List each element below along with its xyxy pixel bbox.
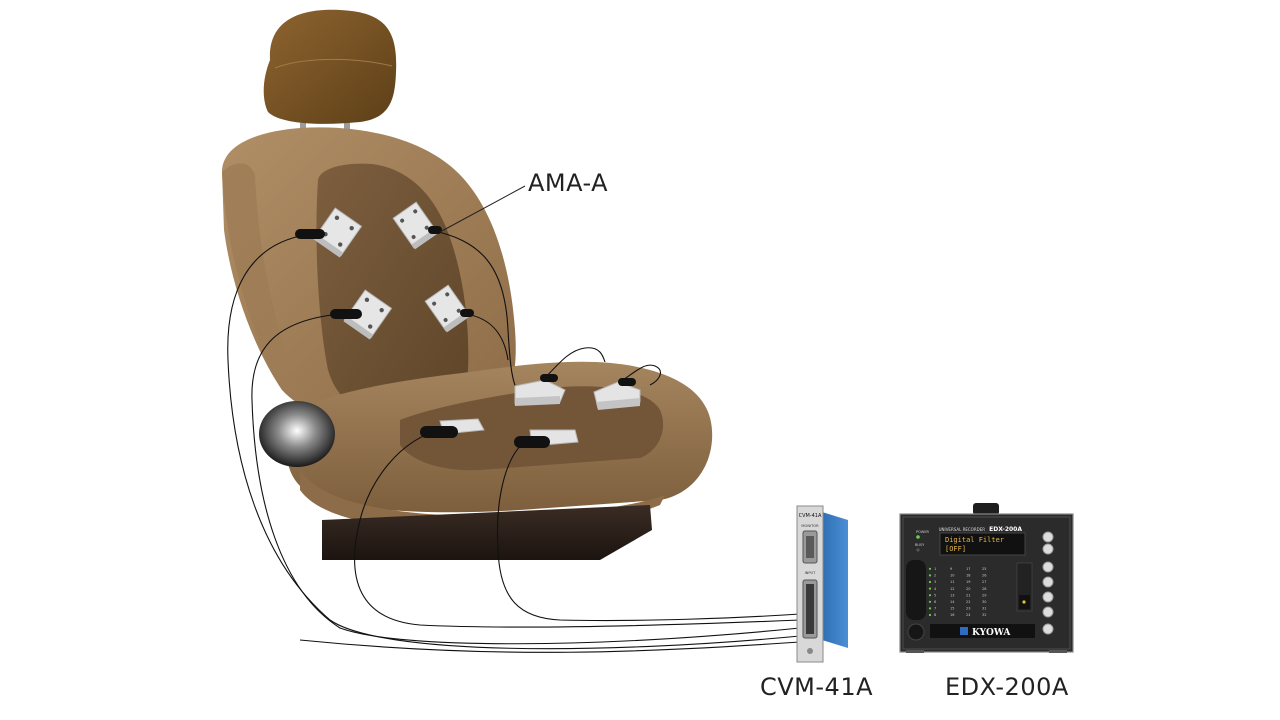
edx-button-4[interactable] xyxy=(1042,606,1054,618)
edx-channel-number: 7 xyxy=(934,607,936,611)
edx-button-column xyxy=(1042,531,1054,635)
edx-channel-number: 15 xyxy=(950,607,954,611)
edx-busy-label: BUSY xyxy=(915,543,925,547)
edx-channel-number: 19 xyxy=(966,580,970,584)
edx-button-2[interactable] xyxy=(1042,576,1054,588)
edx-channel-number: 31 xyxy=(982,607,986,611)
edx-button-down[interactable] xyxy=(1042,543,1054,555)
edx-channel-number: 16 xyxy=(950,613,954,617)
edx-connector xyxy=(907,623,925,641)
edx-power-label: POWER xyxy=(916,530,930,534)
edx-channel-led xyxy=(928,607,932,610)
edx-channel-number: 21 xyxy=(966,593,970,597)
edx-card-slot xyxy=(906,560,926,620)
edx-display xyxy=(939,532,1026,556)
edx-channel-number: 5 xyxy=(934,593,936,597)
edx-channel-number: 29 xyxy=(982,593,986,597)
sensor-array xyxy=(295,201,641,448)
edx-channel-number: 27 xyxy=(982,580,986,584)
edx-channel-number: 4 xyxy=(934,587,937,591)
edx-channel-led xyxy=(928,594,932,597)
edx-button-5[interactable] xyxy=(1042,623,1054,635)
edx-channel-number: 30 xyxy=(982,600,986,604)
edx-channel-number: 25 xyxy=(982,567,986,571)
sensor-7-connector xyxy=(420,426,458,438)
edx-channel-number: 17 xyxy=(966,567,970,571)
sensor-4-connector xyxy=(460,309,474,317)
edx-channel-led xyxy=(928,587,932,590)
cvm-panel-input: INPUT xyxy=(805,571,817,575)
sensor-6-connector xyxy=(618,378,636,386)
edx-channel-number: 6 xyxy=(934,600,936,604)
cvm-41a-unit: CVM-41A MONITOR INPUT xyxy=(796,505,848,663)
edx-200a-unit: UNIVERSAL RECORDER EDX-200A Digital Filt… xyxy=(899,503,1074,653)
sensor-1-connector xyxy=(295,229,325,239)
sensor-leader-line xyxy=(439,185,526,233)
sensor-5 xyxy=(514,379,566,406)
sensor-label: AMA-A xyxy=(528,169,609,197)
car-seat xyxy=(222,9,713,560)
edx-channel-number: 8 xyxy=(934,613,936,617)
edx-channel-number: 3 xyxy=(934,580,936,584)
headrest xyxy=(263,9,397,124)
sensor-2-connector xyxy=(428,226,442,234)
sensor-5-connector xyxy=(540,374,558,382)
edx-channel-number: 32 xyxy=(982,613,986,617)
edx-button-1[interactable] xyxy=(1042,561,1054,573)
edx-channel-number: 24 xyxy=(966,613,971,617)
sensor-8-connector xyxy=(514,436,550,448)
edx-channel-led xyxy=(928,567,932,570)
edx-channel-led xyxy=(928,613,932,617)
headrest-post-right xyxy=(344,116,350,136)
sensor-6 xyxy=(593,381,641,410)
cvm-panel-monitor: MONITOR xyxy=(801,524,819,528)
cvm-panel-model: CVM-41A xyxy=(799,513,822,519)
edx-channel-number: 22 xyxy=(966,600,970,604)
edx-channel-number: 23 xyxy=(966,607,970,611)
sensor-3 xyxy=(343,289,393,340)
edx-button-up[interactable] xyxy=(1042,531,1054,543)
edx-channel-number: 20 xyxy=(966,587,970,591)
edx-header-model: EDX-200A xyxy=(989,526,1022,533)
edx-header-small: UNIVERSAL RECORDER xyxy=(939,527,986,532)
edx-channel-number: 28 xyxy=(982,587,986,591)
seat-base xyxy=(322,505,652,560)
edx-channel-number: 10 xyxy=(950,574,954,578)
recline-knob xyxy=(259,401,335,467)
edx-channel-number: 13 xyxy=(950,593,954,597)
edx-channel-number: 2 xyxy=(934,574,936,578)
edx-channel-number: 9 xyxy=(950,567,952,571)
edx-channel-led xyxy=(928,574,932,577)
edx-channel-number: 26 xyxy=(982,574,986,578)
edx-display-line2: [OFF] xyxy=(945,545,966,553)
sensor-1 xyxy=(313,207,363,258)
recorder-label: EDX-200A xyxy=(945,673,1069,701)
edx-brand-logo xyxy=(960,627,968,635)
edx-channel-number: 12 xyxy=(950,587,954,591)
edx-brand-text: KYOWA xyxy=(972,628,1011,638)
sensor-cables xyxy=(227,229,801,653)
edx-channel-number: 14 xyxy=(950,600,955,604)
edx-channel-number: 11 xyxy=(950,580,954,584)
edx-channel-led xyxy=(928,600,932,603)
edx-channel-number: 1 xyxy=(934,567,936,571)
conditioner-label: CVM-41A xyxy=(760,673,873,701)
edx-brand-bar xyxy=(930,624,1035,638)
edx-button-3[interactable] xyxy=(1042,591,1054,603)
sensor-3-connector xyxy=(330,309,362,319)
headrest-post-left xyxy=(300,116,306,136)
edx-display-line1: Digital Filter xyxy=(945,536,1004,544)
edx-channel-number: 18 xyxy=(966,574,970,578)
edx-channel-led xyxy=(928,580,932,584)
